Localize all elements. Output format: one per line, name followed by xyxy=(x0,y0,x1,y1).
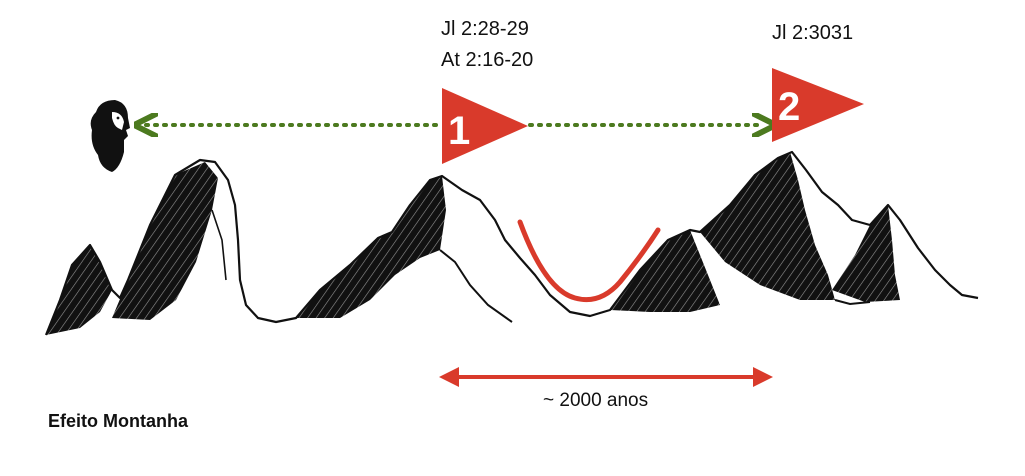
reference-first-1: Jl 2:28-29 xyxy=(441,18,529,40)
flag-1-number: 1 xyxy=(448,109,470,153)
flag-2: 2 xyxy=(772,68,864,142)
mountain-peak-valley-right xyxy=(610,230,720,312)
time-span-label: ~ 2000 anos xyxy=(543,390,649,411)
valley-curve xyxy=(517,219,661,303)
flag-1: 1 xyxy=(442,88,528,164)
flag-2-number: 2 xyxy=(778,85,800,129)
mountain-peak-small-left xyxy=(46,245,112,335)
reference-first-2: At 2:16-20 xyxy=(441,49,534,71)
prophet-head-icon xyxy=(90,100,130,172)
mountain-peak-right xyxy=(700,152,835,300)
reference-second: Jl 2:3031 xyxy=(772,22,854,44)
diagram-caption: Efeito Montanha xyxy=(48,411,188,431)
mountain-peak-middle xyxy=(296,176,446,318)
mountain-peak-far-right xyxy=(832,205,900,302)
mountain-outline xyxy=(44,150,979,336)
mountain-range xyxy=(44,150,979,336)
mountain-peak-left xyxy=(112,162,218,320)
